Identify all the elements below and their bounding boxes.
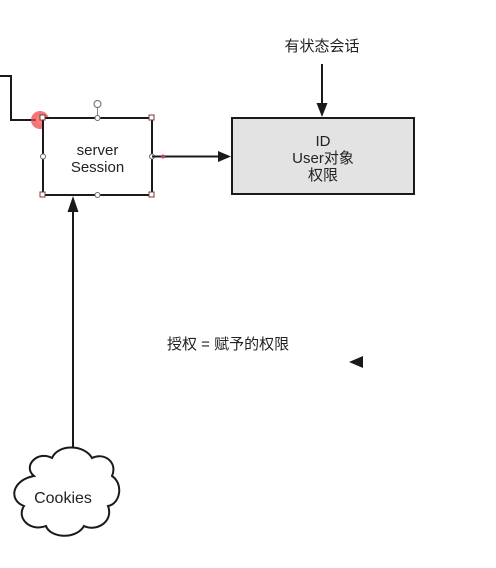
- cursor-triangle-icon: [349, 356, 363, 368]
- authorization-note: 授权 = 赋予的权限: [167, 336, 289, 353]
- user-data-box[interactable]: [231, 117, 415, 195]
- server-box-line2: Session: [71, 159, 124, 176]
- cookies-to-server-arrowhead: [67, 196, 79, 212]
- cookies-label: Cookies: [34, 490, 92, 507]
- selection-mid-handles[interactable]: [40, 115, 155, 198]
- server-to-data-arrowhead: [218, 151, 231, 162]
- selection-corner-handles[interactable]: [39, 114, 155, 198]
- data-box-line3: 权限: [308, 167, 338, 184]
- server-session-box[interactable]: [42, 117, 153, 196]
- rotation-handle[interactable]: [93, 100, 102, 108]
- data-box-line1: ID: [316, 133, 331, 150]
- arrow-start-handle: [161, 154, 165, 159]
- server-box-line1: server: [77, 142, 119, 159]
- data-box-line2: User对象: [292, 150, 354, 167]
- stateful-arrowhead: [316, 103, 328, 117]
- stateful-session-label: 有状态会话: [284, 38, 359, 55]
- cookies-cloud[interactable]: [13, 446, 121, 537]
- left-connector-line[interactable]: [0, 75, 40, 121]
